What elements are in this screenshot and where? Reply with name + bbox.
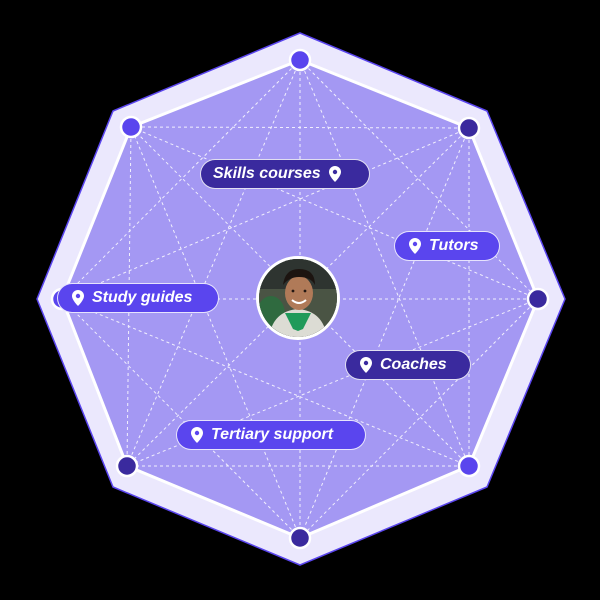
avatar xyxy=(256,256,340,340)
label-tertiary-support[interactable]: Tertiary support xyxy=(176,420,366,450)
label-text: Tutors xyxy=(429,237,479,254)
label-text: Tertiary support xyxy=(211,426,334,443)
label-skills-courses[interactable]: Skills courses xyxy=(200,159,370,189)
map-pin-icon xyxy=(409,238,421,254)
node-right xyxy=(526,287,550,311)
map-pin-icon xyxy=(191,427,203,443)
node-bottom xyxy=(288,526,312,550)
map-pin-icon xyxy=(360,357,372,373)
node-top-left xyxy=(119,115,143,139)
label-coaches[interactable]: Coaches xyxy=(345,350,471,380)
node-bottom-left xyxy=(115,454,139,478)
node-top-right xyxy=(457,116,481,140)
student-photo xyxy=(259,259,337,337)
map-pin-icon xyxy=(72,290,84,306)
node-top xyxy=(288,48,312,72)
label-text: Skills courses xyxy=(213,165,321,182)
map-pin-icon xyxy=(328,166,341,182)
node-bottom-right xyxy=(457,454,481,478)
label-tutors[interactable]: Tutors xyxy=(394,231,500,261)
label-text: Coaches xyxy=(380,356,447,373)
label-study-guides[interactable]: Study guides xyxy=(57,283,219,313)
label-text: Study guides xyxy=(92,289,193,306)
